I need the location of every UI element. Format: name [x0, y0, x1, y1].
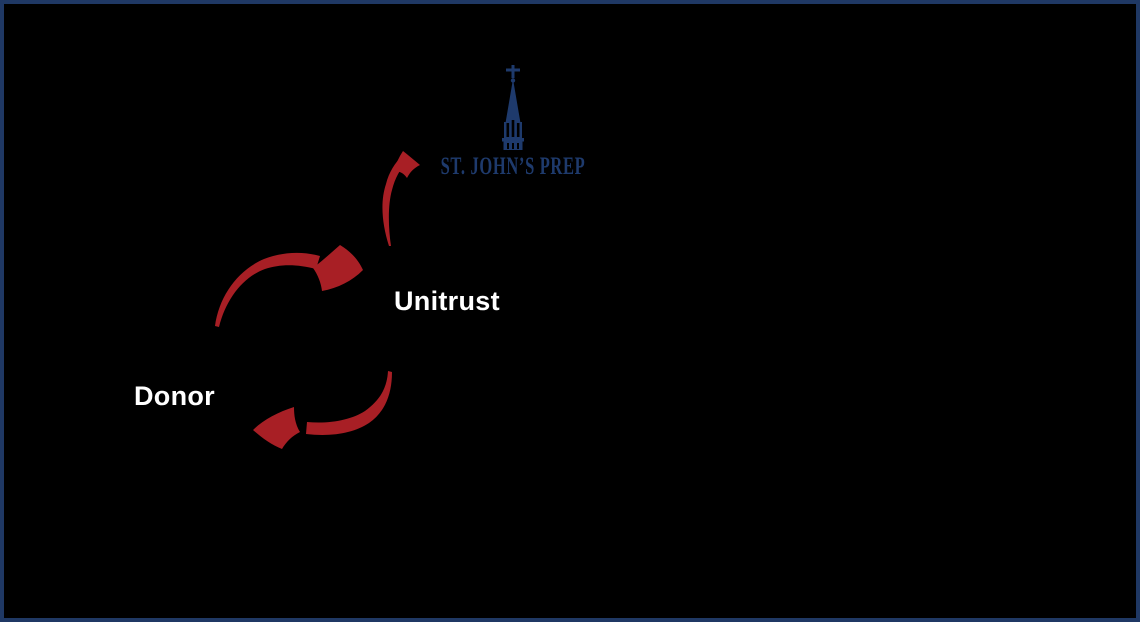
- arrow-donor-to-unitrust-head: [313, 245, 363, 291]
- steeple-belfry-slit: [511, 120, 515, 137]
- logo-text: ST. JOHN’S PREP: [440, 153, 586, 180]
- steeple-belfry-slit: [506, 123, 510, 137]
- steeple-spire: [505, 79, 521, 126]
- steeple-icon: [502, 65, 524, 150]
- arrow-donor-to-unitrust-body: [215, 252, 320, 327]
- arrow-unitrust-to-charity-body: [382, 156, 407, 246]
- steeple-cross-horizontal: [506, 68, 520, 72]
- arrow-unitrust-to-charity-head: [393, 151, 420, 178]
- steeple-cap: [502, 138, 524, 142]
- label-unitrust: Unitrust: [394, 286, 500, 316]
- steeple-belfry-slit: [516, 123, 520, 137]
- arrow-unitrust-to-donor-head: [253, 407, 300, 449]
- arrow-unitrust-to-donor-body: [306, 371, 392, 435]
- label-donor: Donor: [134, 381, 215, 411]
- steeple-base-slit: [517, 143, 519, 149]
- steeple-base-slit: [512, 143, 514, 149]
- steeple-base-slit: [507, 143, 509, 149]
